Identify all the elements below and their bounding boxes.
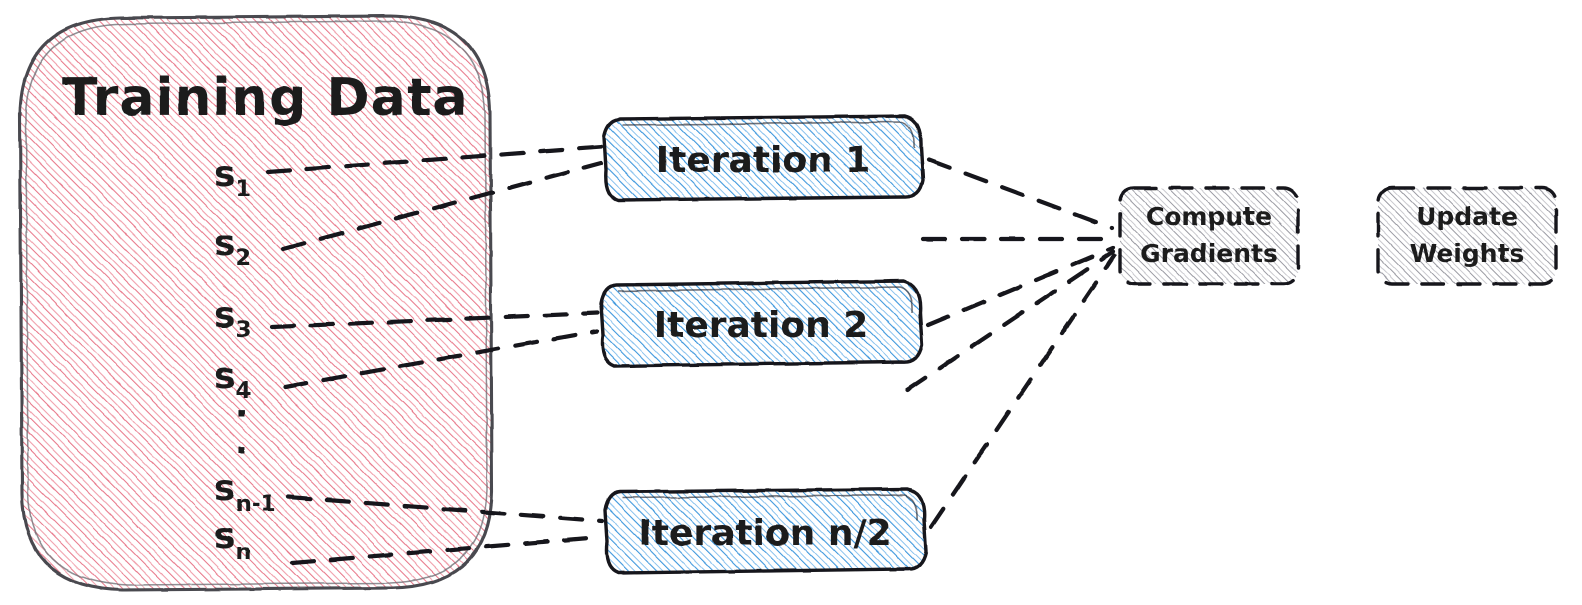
sample-label-2: s2 <box>214 223 251 271</box>
update-weights-box[interactable] <box>1376 186 1558 286</box>
update-weights-label-line1: Update <box>1416 202 1518 231</box>
connector-iter2-gradients <box>925 245 1116 328</box>
connector-sn-iter3 <box>289 534 604 566</box>
training-data-outline-second <box>25 20 488 586</box>
compute-gradients-outline <box>1118 186 1300 286</box>
compute-gradients-box[interactable] <box>1118 186 1300 286</box>
connector-s3-iter2 <box>269 310 601 330</box>
training-data-fill <box>20 16 492 590</box>
iteration-box-2-shape <box>599 279 924 368</box>
connector-sn1-iter3 <box>285 494 605 524</box>
compute-gradients-label-line1: Compute <box>1146 202 1272 231</box>
connector-iter3-gradients <box>928 253 1117 530</box>
iteration-box-3-accent <box>621 494 918 522</box>
update-weights-outline <box>1376 186 1558 286</box>
iteration-to-gradients-connectors <box>904 157 1117 530</box>
update-weights-label-line2: Weights <box>1410 239 1525 268</box>
iteration-box-2[interactable] <box>599 279 924 368</box>
iteration-box-1-shape <box>602 114 925 202</box>
training-data-label: Training Data <box>62 68 469 128</box>
iteration-box-1-accent <box>621 121 915 149</box>
connector-s2-iter1 <box>280 160 604 252</box>
sample-label-n-minus-1: sn-1 <box>214 468 276 517</box>
iteration-box-2-accent <box>617 286 913 314</box>
iteration-box-3[interactable] <box>603 487 928 575</box>
training-data-outline <box>18 14 494 592</box>
connector-iter1-gradients <box>926 157 1115 231</box>
iteration-box-3-shape <box>603 487 928 575</box>
update-weights-fill <box>1378 188 1556 284</box>
sample-label-1: s1 <box>214 154 251 202</box>
compute-gradients-label-line2: Gradients <box>1140 239 1278 268</box>
compute-gradients-fill <box>1120 188 1298 284</box>
iteration-label-2: Iteration 2 <box>654 305 869 346</box>
ellipsis-dot-1: · <box>235 394 248 434</box>
iteration-box-1[interactable] <box>602 114 925 202</box>
sample-label-n: sn <box>214 516 251 565</box>
connector-lower-gradients <box>904 249 1116 393</box>
sample-label-4: s4 <box>214 356 251 404</box>
iteration-label-1: Iteration 1 <box>656 140 871 181</box>
iteration-label-3: Iteration n/2 <box>638 513 891 554</box>
connector-s1-iter1 <box>265 144 605 175</box>
sample-to-iteration-connectors <box>265 144 605 566</box>
connector-s4-iter2 <box>282 328 600 390</box>
ellipsis-dot-2: · <box>235 431 248 471</box>
sample-label-3: s3 <box>214 295 251 343</box>
